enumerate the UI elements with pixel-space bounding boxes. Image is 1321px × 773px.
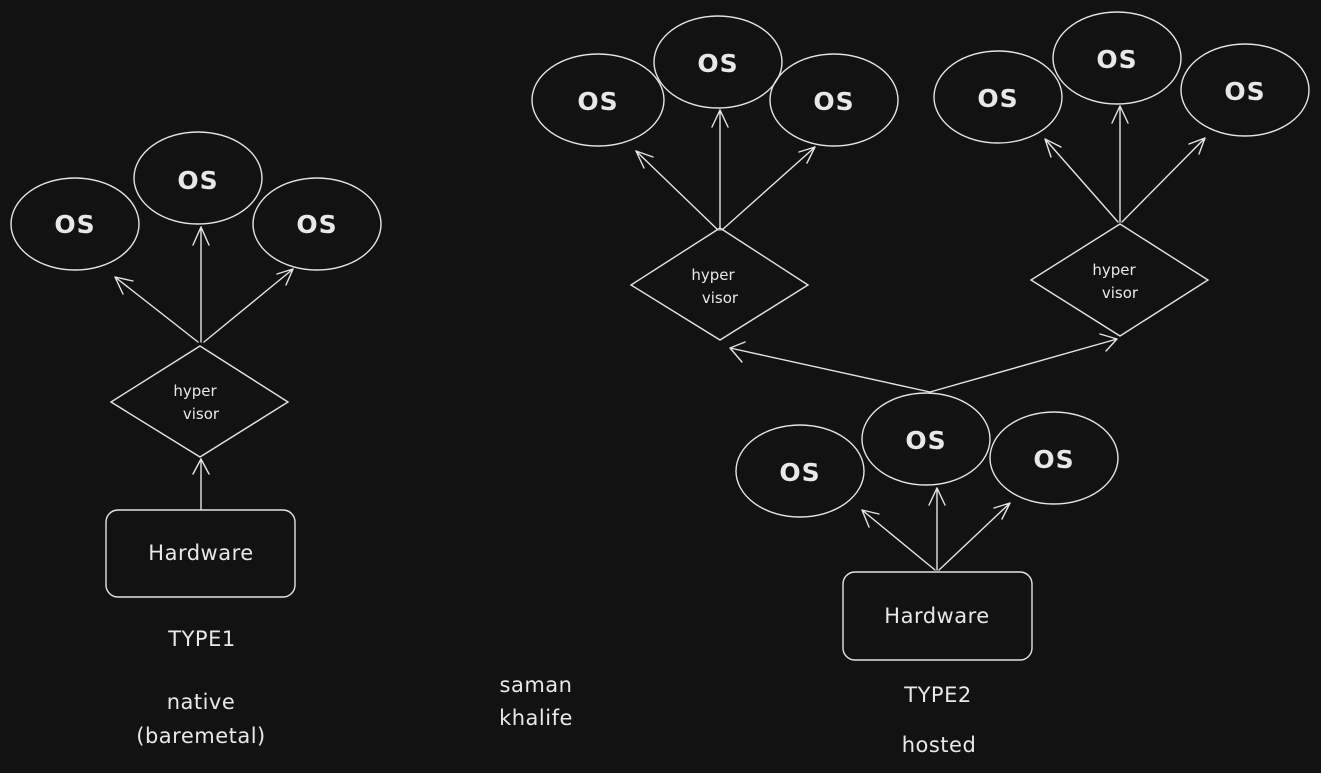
type1-arrow-to-os-right: [203, 268, 294, 343]
type2-host-os-label: OS: [905, 426, 946, 455]
author-name: khalife: [499, 706, 573, 730]
type2-guest-os-label: OS: [577, 87, 618, 116]
type2-guest-os-label: OS: [697, 49, 738, 78]
type2-arrow-hw-center: [928, 487, 946, 571]
type2-host-os-node: OS: [861, 392, 991, 486]
type2-arrow-hv-b-left: [1044, 138, 1119, 223]
type1-hypervisor-label: hyper: [173, 382, 217, 400]
type2-guest-os-node: OS: [1180, 43, 1310, 137]
type2-arrow-hw-right: [938, 502, 1011, 571]
type2-host-os-label: OS: [1033, 445, 1074, 474]
type2-arrow-hv-b-center: [1111, 105, 1129, 223]
type1-group: OS OS OS hyper visor Hardware TYPE1 nat: [10, 131, 382, 748]
type1-hardware-label: Hardware: [148, 541, 253, 565]
type1-hardware-node: Hardware: [105, 509, 296, 598]
type2-arrow-host-to-hv-b: [929, 333, 1118, 393]
type1-os-node: OS: [10, 177, 140, 271]
type2-guest-os-node: OS: [531, 53, 665, 147]
type2-arrow-host-to-hv-a: [729, 341, 931, 393]
type1-hypervisor-label: visor: [183, 405, 220, 423]
type2-hardware-node: Hardware: [842, 571, 1033, 661]
type2-guest-os-node: OS: [769, 53, 899, 147]
type1-os-node: OS: [133, 131, 263, 225]
type2-hypervisor-label: hyper: [691, 266, 735, 284]
type1-hypervisor-node: hyper visor: [109, 345, 290, 458]
type1-arrow-to-hypervisor: [192, 458, 210, 510]
type2-arrow-hv-a-left: [635, 150, 719, 231]
type1-arrow-to-os-left: [114, 276, 199, 343]
type2-group: OS OS OS OS OS OS: [531, 11, 1310, 757]
type1-os-node: OS: [252, 177, 382, 271]
type2-guest-os-node: OS: [933, 50, 1063, 144]
type2-guest-os-label: OS: [977, 84, 1018, 113]
type2-hypervisor-label: visor: [1102, 284, 1139, 302]
type2-arrow-hv-a-right: [721, 146, 816, 231]
type1-caption: TYPE1: [167, 627, 235, 651]
type2-hardware-label: Hardware: [884, 604, 989, 628]
type2-guest-os-label: OS: [1096, 45, 1137, 74]
type2-host-os-node: OS: [989, 411, 1119, 505]
type2-hypervisor-node: hyper visor: [629, 227, 810, 341]
type2-guest-os-node: OS: [653, 15, 783, 109]
type2-arrow-hv-a-center: [711, 109, 729, 231]
author-signature: saman khalife: [499, 673, 573, 730]
type1-arrow-to-os-center: [192, 226, 210, 343]
type2-guest-os-node: OS: [1052, 11, 1182, 105]
author-name: saman: [500, 673, 573, 697]
type2-guest-os-label: OS: [813, 87, 854, 116]
type2-host-os-label: OS: [779, 458, 820, 487]
type2-hypervisor-node: hyper visor: [1029, 223, 1210, 337]
type2-arrow-hv-b-right: [1121, 137, 1206, 223]
type1-subtitle: native: [167, 690, 236, 714]
type2-guest-os-label: OS: [1224, 77, 1265, 106]
type1-subtitle: (baremetal): [136, 724, 266, 748]
type2-hypervisor-label: hyper: [1092, 261, 1136, 279]
type2-host-os-node: OS: [735, 424, 865, 518]
type1-os-label: OS: [177, 166, 218, 195]
type1-os-label: OS: [54, 210, 95, 239]
type2-arrow-hw-left: [861, 509, 936, 571]
type2-caption: TYPE2: [903, 683, 971, 707]
type2-hypervisor-label: visor: [702, 289, 739, 307]
type2-subtitle: hosted: [902, 733, 977, 757]
type1-os-label: OS: [296, 210, 337, 239]
